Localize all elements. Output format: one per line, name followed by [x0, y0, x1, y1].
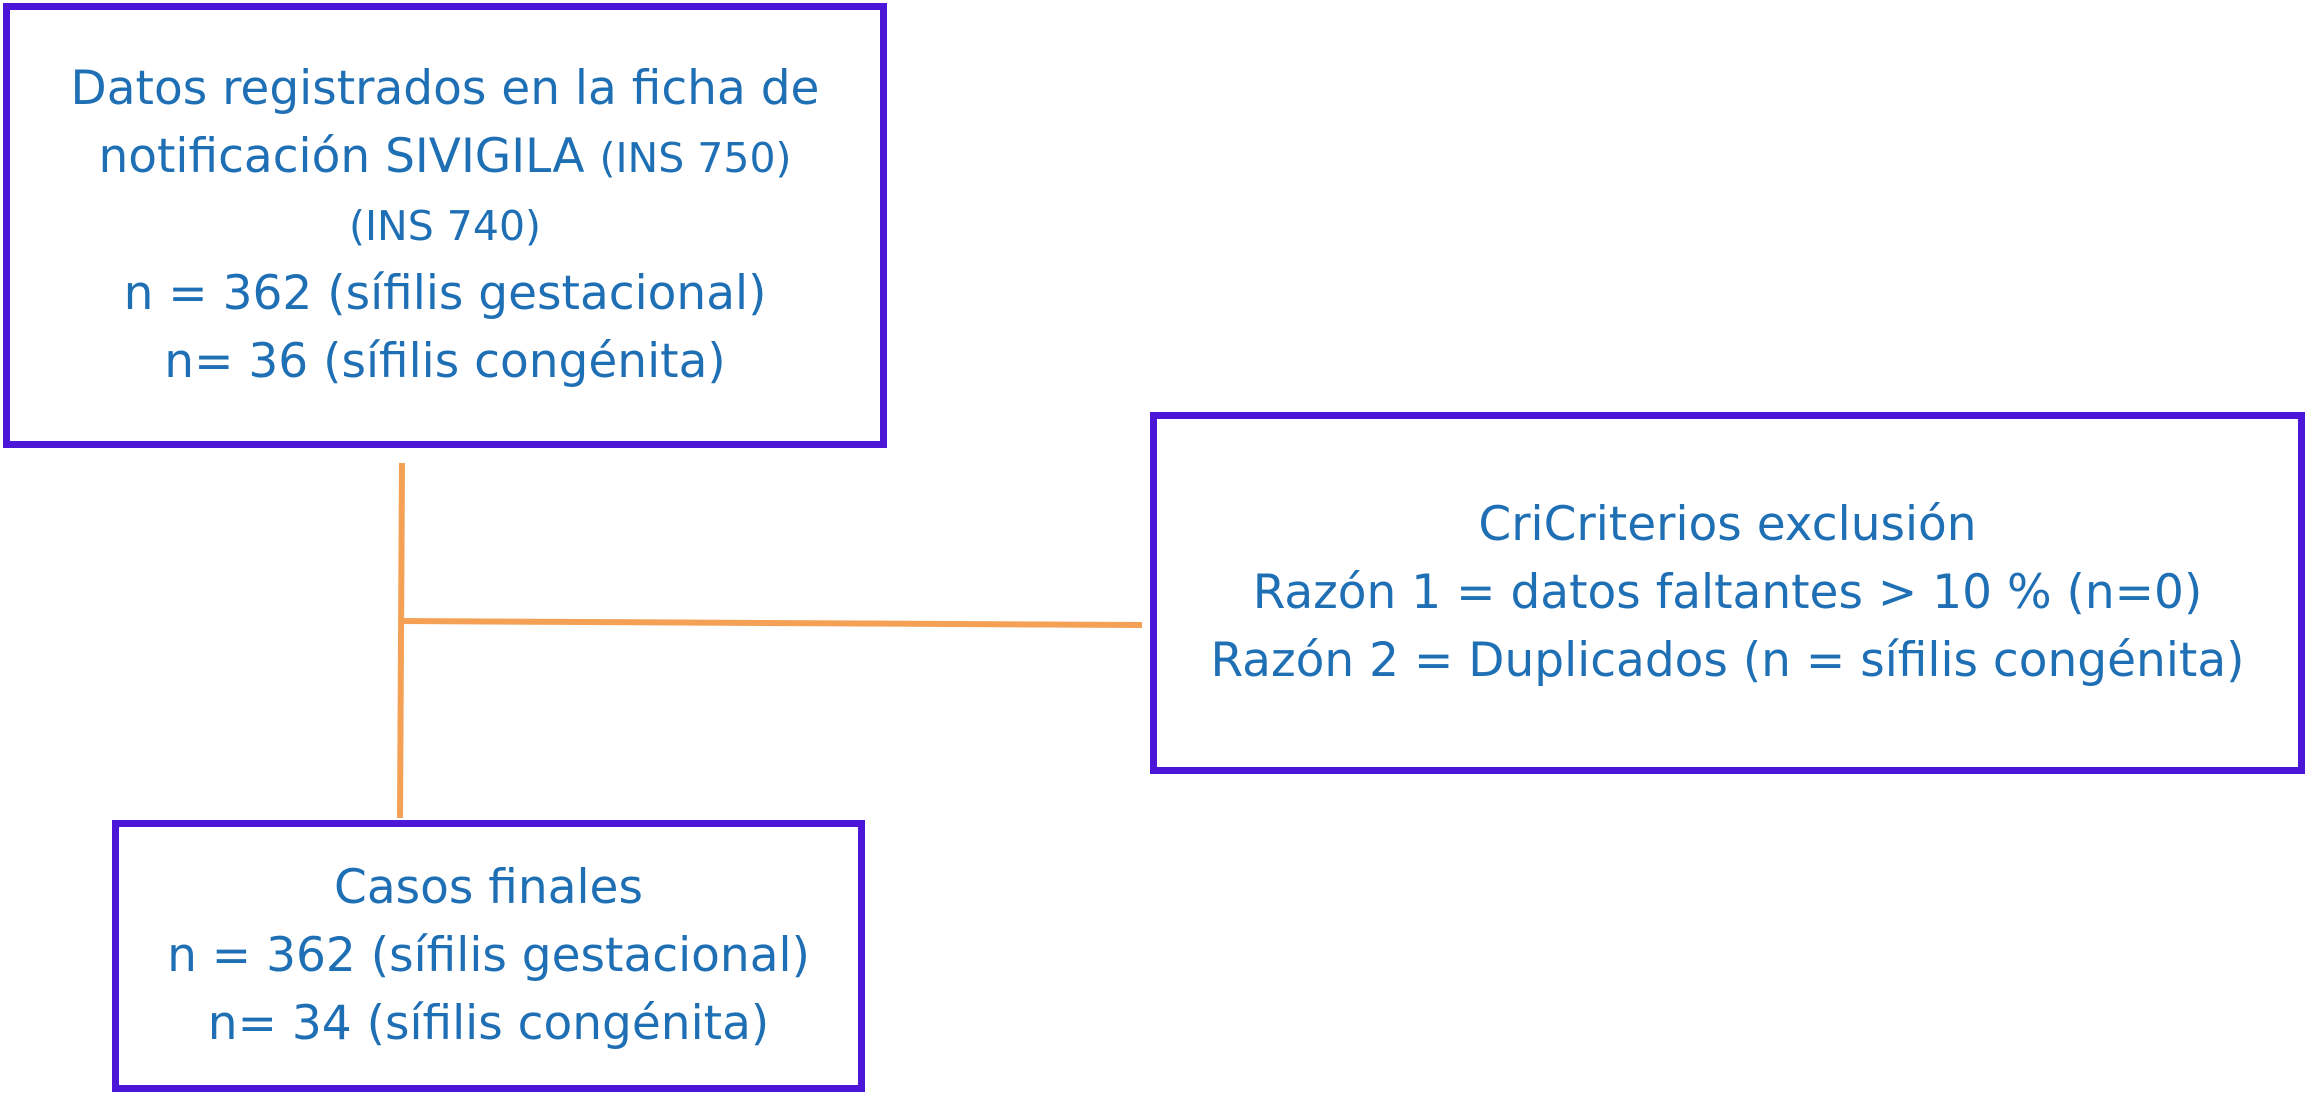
source-line-2-code: (INS 750)	[599, 134, 792, 182]
final-line-1: n = 362 (sífilis gestacional)	[167, 928, 810, 983]
horizontal-connector	[400, 618, 1143, 628]
final-cases-box: Casos finales n = 362 (sífilis gestacion…	[112, 820, 865, 1092]
source-line-3-code: (INS 740)	[348, 202, 542, 250]
source-line-5: n= 36 (sífilis congénita)	[164, 334, 726, 389]
source-line-4: n = 362 (sífilis gestacional)	[123, 266, 767, 321]
exclusion-reason-2: Razón 2 = Duplicados (n = sífilis congén…	[1210, 633, 2245, 688]
vertical-connector	[397, 462, 405, 819]
source-line-2: notificación SIVIGILA (INS 750)	[98, 123, 791, 192]
exclusion-criteria-box: CriCriterios exclusión Razón 1 = datos f…	[1150, 412, 2305, 774]
final-title: Casos finales	[334, 860, 643, 915]
source-line-1: Datos registrados en la ficha de	[70, 61, 820, 116]
exclusion-title: CriCriterios exclusión	[1478, 497, 1977, 552]
final-line-2: n= 34 (sífilis congénita)	[207, 996, 770, 1051]
exclusion-reason-1: Razón 1 = datos faltantes > 10 % (n=0)	[1252, 565, 2203, 620]
source-data-box: Datos registrados en la ficha de notific…	[3, 3, 887, 448]
source-line-2-main: notificación SIVIGILA	[98, 129, 585, 184]
